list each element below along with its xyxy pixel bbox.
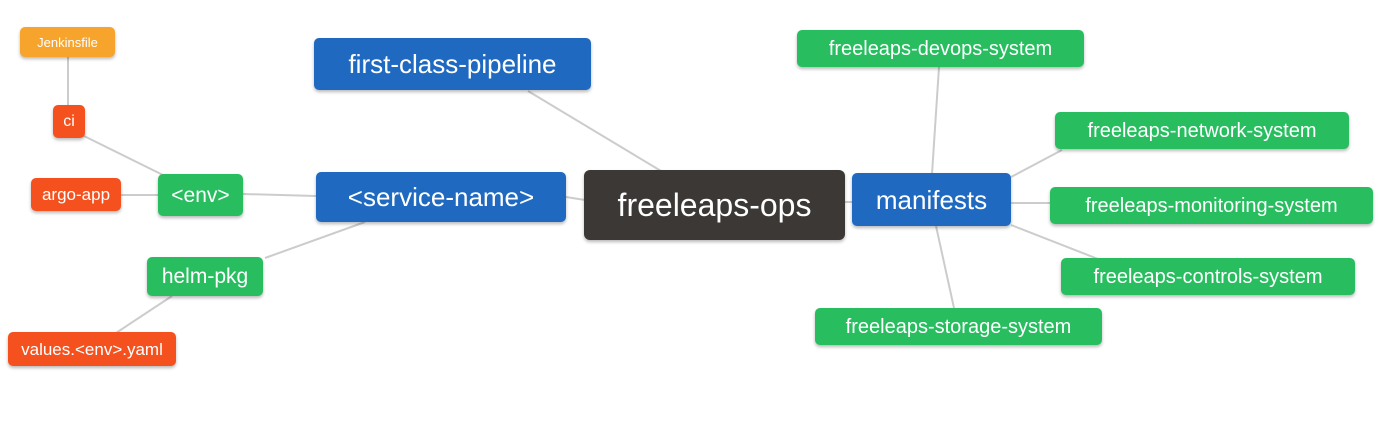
edge-ci-env — [81, 134, 168, 178]
node-freeleaps-ops-root[interactable]: freeleaps-ops — [584, 170, 845, 240]
node-service-name[interactable]: <service-name> — [316, 172, 566, 222]
edge-manifests-storage — [935, 225, 955, 309]
node-helm-pkg[interactable]: helm-pkg — [147, 257, 263, 296]
node-freeleaps-storage-system[interactable]: freeleaps-storage-system — [815, 308, 1102, 345]
node-jenkinsfile[interactable]: Jenkinsfile — [20, 27, 115, 57]
node-ci[interactable]: ci — [53, 105, 85, 138]
node-argo-app[interactable]: argo-app — [31, 178, 121, 211]
edge-helmpkg-values — [115, 295, 173, 334]
node-freeleaps-network-system[interactable]: freeleaps-network-system — [1055, 112, 1349, 149]
node-first-class-pipeline[interactable]: first-class-pipeline — [314, 38, 591, 90]
edge-servicename-helmpkg — [264, 221, 366, 259]
edge-manifests-network — [1010, 149, 1063, 178]
edge-pipeline-root — [527, 90, 662, 172]
node-freeleaps-controls-system[interactable]: freeleaps-controls-system — [1061, 258, 1355, 295]
node-freeleaps-monitoring-system[interactable]: freeleaps-monitoring-system — [1050, 187, 1373, 224]
node-freeleaps-devops-system[interactable]: freeleaps-devops-system — [797, 30, 1084, 67]
node-values-env-yaml[interactable]: values.<env>.yaml — [8, 332, 176, 366]
edge-env-servicename — [242, 193, 317, 197]
node-manifests[interactable]: manifests — [852, 173, 1011, 226]
node-env[interactable]: <env> — [158, 174, 243, 216]
edge-servicename-root — [565, 196, 586, 201]
edge-manifests-controls — [1010, 224, 1099, 260]
edge-devops-manifests — [931, 66, 940, 175]
